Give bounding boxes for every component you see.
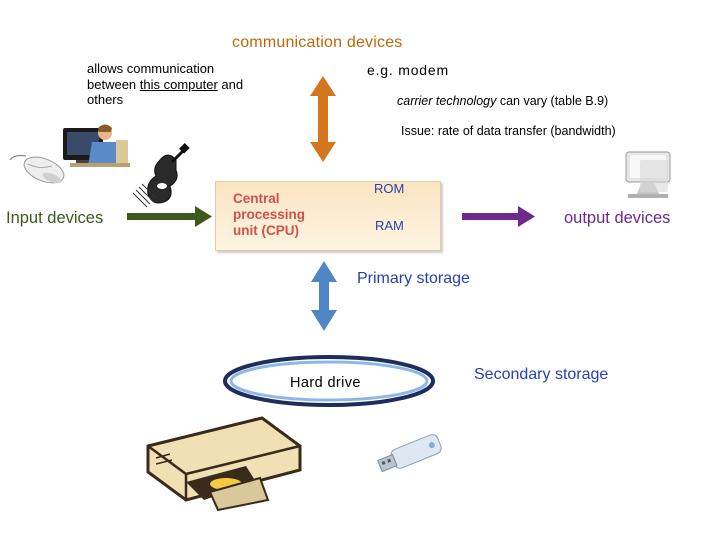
output-devices-label: output devices <box>564 209 671 227</box>
input-devices-label: Input devices <box>6 209 104 227</box>
cpu-line-2: processing <box>233 207 306 222</box>
usb-drive-icon <box>377 434 442 473</box>
hard-drive-label: Hard drive <box>290 375 361 391</box>
allows-line-2-underlined: this computer <box>139 76 218 92</box>
bandwidth-issue: Issue: rate of data transfer (bandwidth) <box>401 124 616 138</box>
cpu-box <box>215 181 441 251</box>
communication-devices-title: communication devices <box>232 34 403 51</box>
cpu-line-1: Central <box>233 191 280 206</box>
carrier-technology-rest: can vary (table B.9) <box>496 94 609 108</box>
cpu-line-3: unit (CPU) <box>233 223 299 238</box>
carrier-technology-italic: carrier technology <box>397 94 497 108</box>
carrier-technology-note: carrier technology can vary (table B.9) <box>397 94 608 108</box>
communication-arrow <box>310 76 336 162</box>
modem-example: e.g. modem <box>367 62 449 78</box>
primary-storage-label: Primary storage <box>357 270 470 287</box>
allows-line-2-pre: between <box>87 76 140 92</box>
storage-arrow <box>311 261 337 331</box>
allows-line-3: others <box>87 92 124 107</box>
ram-label: RAM <box>375 218 404 233</box>
monitor-icon <box>625 151 671 198</box>
output-arrow <box>462 206 535 227</box>
guitar-icon <box>132 143 190 208</box>
input-arrow <box>127 206 212 227</box>
hard-drive-ring <box>223 355 435 407</box>
allows-line-1: allows communication <box>87 61 215 76</box>
computer-user-icon <box>63 124 130 167</box>
allows-line-2-post: and <box>217 76 244 92</box>
cd-drive-icon <box>146 416 302 512</box>
allows-line-2: between this computer and <box>87 77 287 93</box>
cpu-label: Central processing unit (CPU) <box>233 191 333 239</box>
rom-label: ROM <box>374 181 405 196</box>
mouse-icon <box>9 154 65 184</box>
secondary-storage-label: Secondary storage <box>474 366 609 383</box>
communication-description: allows communication between this comput… <box>87 61 287 108</box>
